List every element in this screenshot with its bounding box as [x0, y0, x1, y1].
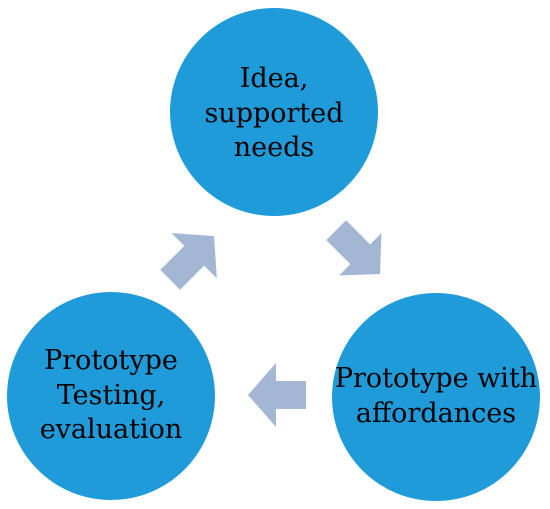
arrow-testing-to-idea — [160, 233, 217, 290]
node-prototype-testing: Prototype Testing, evaluation — [7, 292, 215, 500]
node-prototype-affordances-label: Prototype with affordances — [334, 363, 538, 429]
node-prototype-affordances: Prototype with affordances — [332, 293, 540, 501]
arrow-idea-to-affordances — [326, 220, 382, 276]
node-idea-label: Idea, supported needs — [204, 63, 344, 164]
node-prototype-testing-label: Prototype Testing, evaluation — [39, 345, 183, 446]
node-idea: Idea, supported needs — [170, 8, 378, 216]
arrow-affordances-to-testing — [248, 363, 306, 427]
